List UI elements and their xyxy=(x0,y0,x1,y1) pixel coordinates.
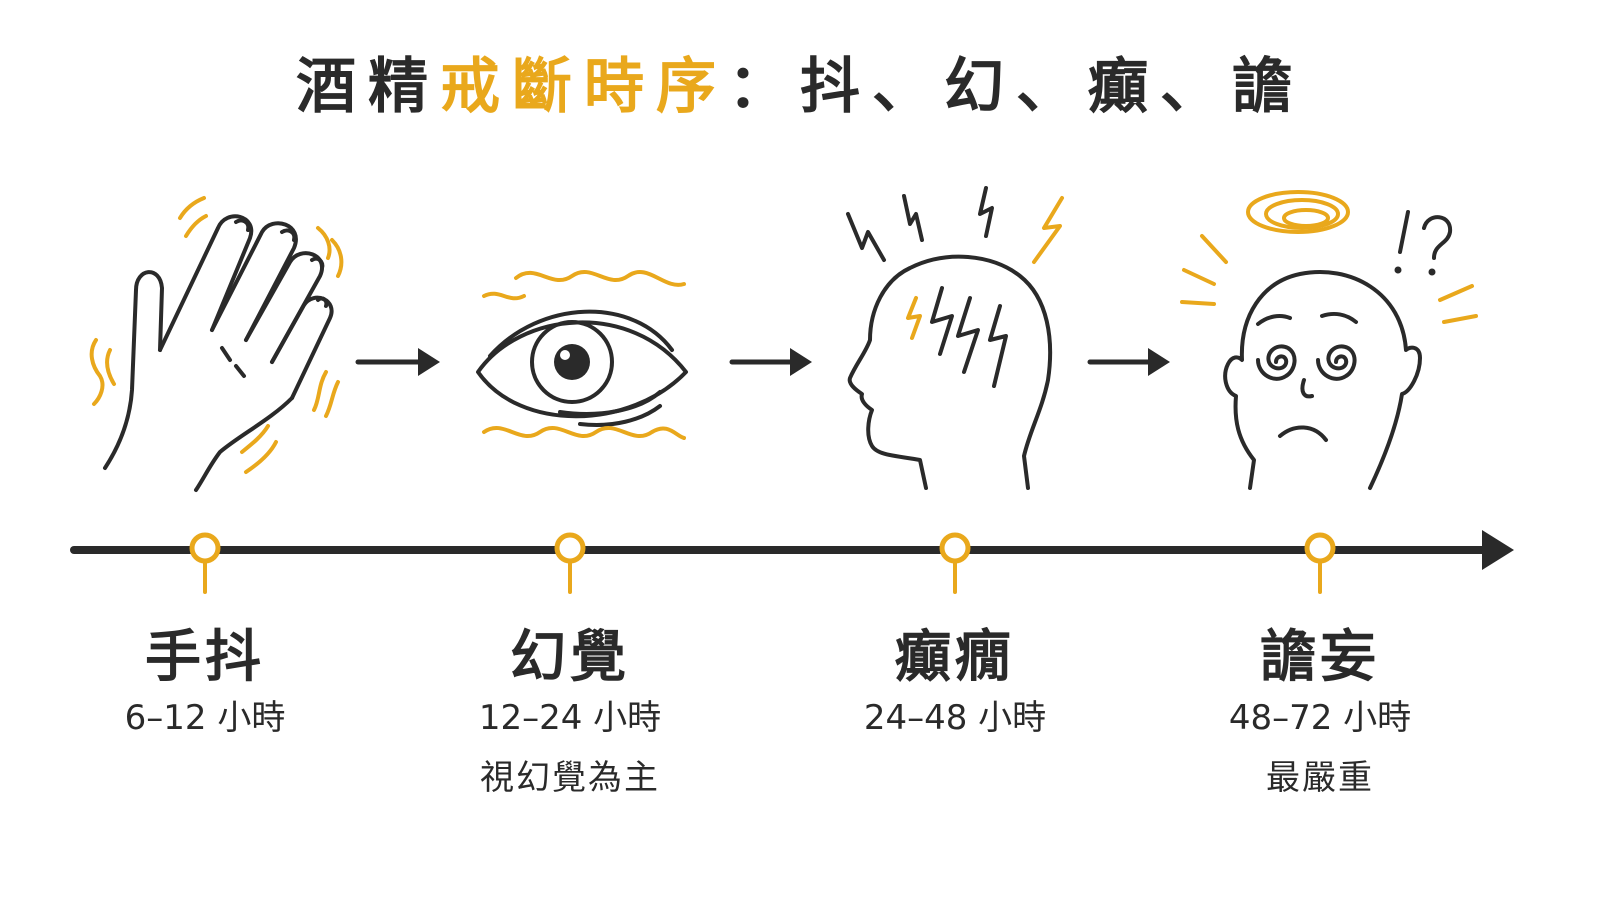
title-part-1: 酒精 xyxy=(296,52,440,122)
progression-arrow xyxy=(355,348,440,376)
timeline-marker xyxy=(554,532,586,594)
stage-label-hallucination: 幻覺 xyxy=(510,625,630,690)
stage-time-tremor: 6–12 小時 xyxy=(124,698,286,738)
progression-arrow xyxy=(729,348,812,376)
stage-label-seizure: 癲癇 xyxy=(895,625,1015,690)
timeline-marker xyxy=(939,532,971,594)
stage-time-delirium: 48–72 小時 xyxy=(1228,698,1412,738)
stage-label-tremor: 手抖 xyxy=(145,625,265,690)
timeline-axis xyxy=(70,530,1514,570)
timeline-marker xyxy=(189,532,221,594)
progression-arrow xyxy=(1087,348,1170,376)
eye-hallucination-icon xyxy=(476,269,688,440)
trembling-hand-icon xyxy=(89,196,344,492)
stage-note-hallucination: 視幻覺為主 xyxy=(480,758,660,798)
stage-time-seizure: 24–48 小時 xyxy=(863,698,1047,738)
timeline-marker xyxy=(1304,532,1336,594)
confused-face-icon xyxy=(1180,190,1478,490)
page-title: 酒精戒斷時序：抖、幻、癲、譫 xyxy=(0,38,1600,125)
title-part-2: 戒斷時序 xyxy=(440,52,728,122)
stage-note-delirium: 最嚴重 xyxy=(1266,758,1374,798)
stage-time-hallucination: 12–24 小時 xyxy=(478,698,662,738)
head-lightning-icon xyxy=(846,186,1064,490)
stage-label-delirium: 譫妄 xyxy=(1260,625,1380,690)
title-part-3: ：抖、幻、癲、譫 xyxy=(728,52,1304,122)
